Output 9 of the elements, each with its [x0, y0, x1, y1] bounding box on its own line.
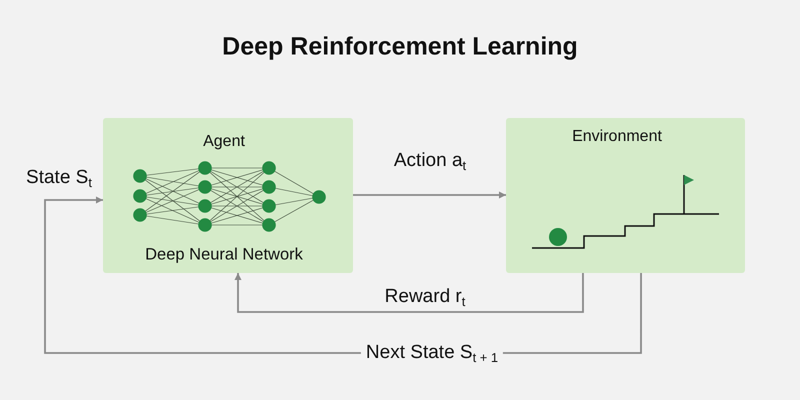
- box-title: Agent: [203, 132, 245, 152]
- arrow: [353, 192, 506, 199]
- box-caption: Deep Neural Network: [145, 246, 303, 264]
- arrow: [234, 273, 584, 313]
- diagram-title: Deep Reinforcement Learning: [222, 32, 578, 62]
- process-box: [103, 118, 353, 273]
- box-title: Environment: [572, 128, 662, 146]
- state-label: State S$_{t}$: [26, 167, 92, 189]
- process-box: [506, 118, 745, 273]
